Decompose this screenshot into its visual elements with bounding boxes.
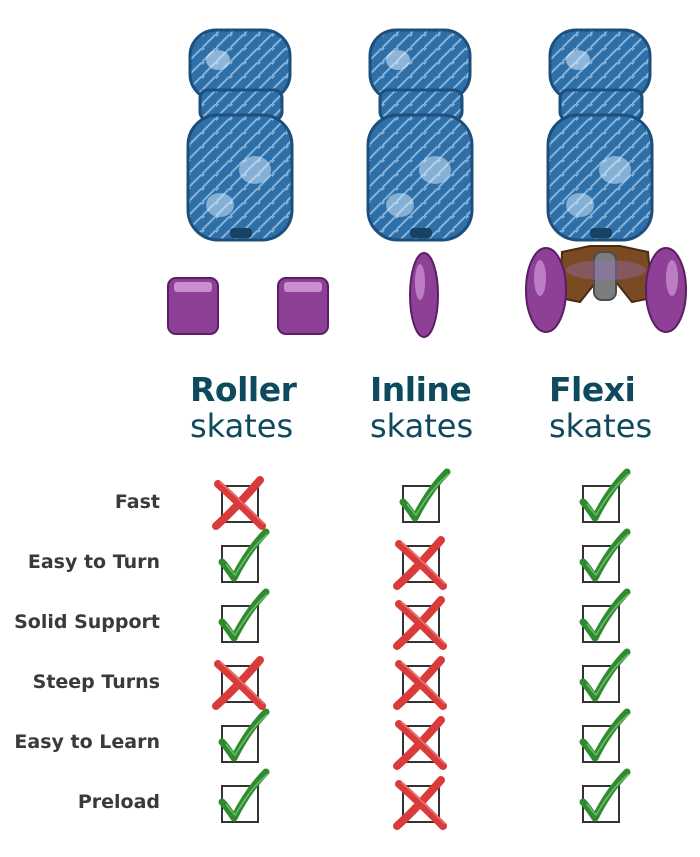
row-label-easy-to-learn: Easy to Learn — [14, 731, 160, 753]
check-mark-flexi-row-3 — [579, 648, 631, 703]
cross-icon — [393, 776, 447, 830]
column-title-flexi: Flexi skates — [549, 370, 700, 445]
boot-icon — [366, 28, 474, 242]
checkbox-icon — [402, 785, 440, 823]
check-icon — [399, 468, 451, 522]
check-icon — [218, 708, 270, 762]
cross-mark-inline-row-1 — [393, 536, 447, 590]
cross-mark-inline-row-4 — [393, 716, 447, 770]
row-label-fast: Fast — [114, 491, 160, 513]
check-mark-inline-row-0 — [399, 468, 451, 523]
check-mark-flexi-row-5 — [579, 768, 631, 823]
check-mark-flexi-row-2 — [579, 588, 631, 643]
check-mark-flexi-row-4 — [579, 708, 631, 763]
cross-mark-roller-row-3 — [212, 656, 266, 710]
check-icon — [579, 528, 631, 582]
cross-icon — [393, 716, 447, 770]
check-mark-roller-row-5 — [218, 768, 270, 823]
roller-skate-illustration — [167, 28, 329, 335]
check-icon — [579, 588, 631, 642]
column-title-light: skates — [190, 407, 294, 445]
row-label-preload: Preload — [77, 791, 160, 813]
checkbox-icon — [402, 725, 440, 763]
column-title-light: skates — [370, 407, 474, 445]
truck-icon — [558, 245, 654, 304]
checkbox-icon — [221, 665, 259, 703]
check-mark-flexi-row-0 — [579, 468, 631, 523]
boot-icon — [186, 28, 294, 242]
check-icon — [218, 768, 270, 822]
column-title-light: skates — [549, 407, 653, 445]
flexi-skate-illustration — [525, 28, 687, 333]
row-label-steep-turns: Steep Turns — [32, 671, 160, 693]
check-icon — [579, 768, 631, 822]
check-icon — [579, 648, 631, 702]
checkbox-icon — [221, 485, 259, 523]
cross-mark-roller-row-0 — [212, 476, 266, 530]
column-title-bold: Flexi — [549, 370, 636, 409]
column-title-roller: Roller skates — [190, 370, 370, 445]
column-title-bold: Inline — [370, 370, 472, 409]
check-icon — [218, 528, 270, 582]
cross-mark-inline-row-5 — [393, 776, 447, 830]
check-mark-roller-row-1 — [218, 528, 270, 583]
row-label-solid-support: Solid Support — [14, 611, 160, 633]
wheel-icon — [409, 252, 439, 338]
check-icon — [218, 588, 270, 642]
cross-icon — [393, 536, 447, 590]
check-icon — [579, 708, 631, 762]
wheel-icon — [525, 247, 687, 333]
column-title-bold: Roller — [190, 370, 297, 409]
checkbox-icon — [402, 605, 440, 643]
cross-mark-inline-row-3 — [393, 656, 447, 710]
cross-mark-inline-row-2 — [393, 596, 447, 650]
cross-icon — [212, 656, 266, 710]
check-mark-roller-row-4 — [218, 708, 270, 763]
row-label-easy-to-turn: Easy to Turn — [27, 551, 160, 573]
inline-skate-illustration — [366, 28, 474, 338]
cross-icon — [393, 596, 447, 650]
check-icon — [579, 468, 631, 522]
checkbox-icon — [402, 665, 440, 703]
check-mark-flexi-row-1 — [579, 528, 631, 583]
cross-icon — [393, 656, 447, 710]
wheel-icon — [167, 277, 329, 335]
cross-icon — [212, 476, 266, 530]
check-mark-roller-row-2 — [218, 588, 270, 643]
checkbox-icon — [402, 545, 440, 583]
column-title-inline: Inline skates — [370, 370, 550, 445]
boot-icon — [546, 28, 654, 242]
